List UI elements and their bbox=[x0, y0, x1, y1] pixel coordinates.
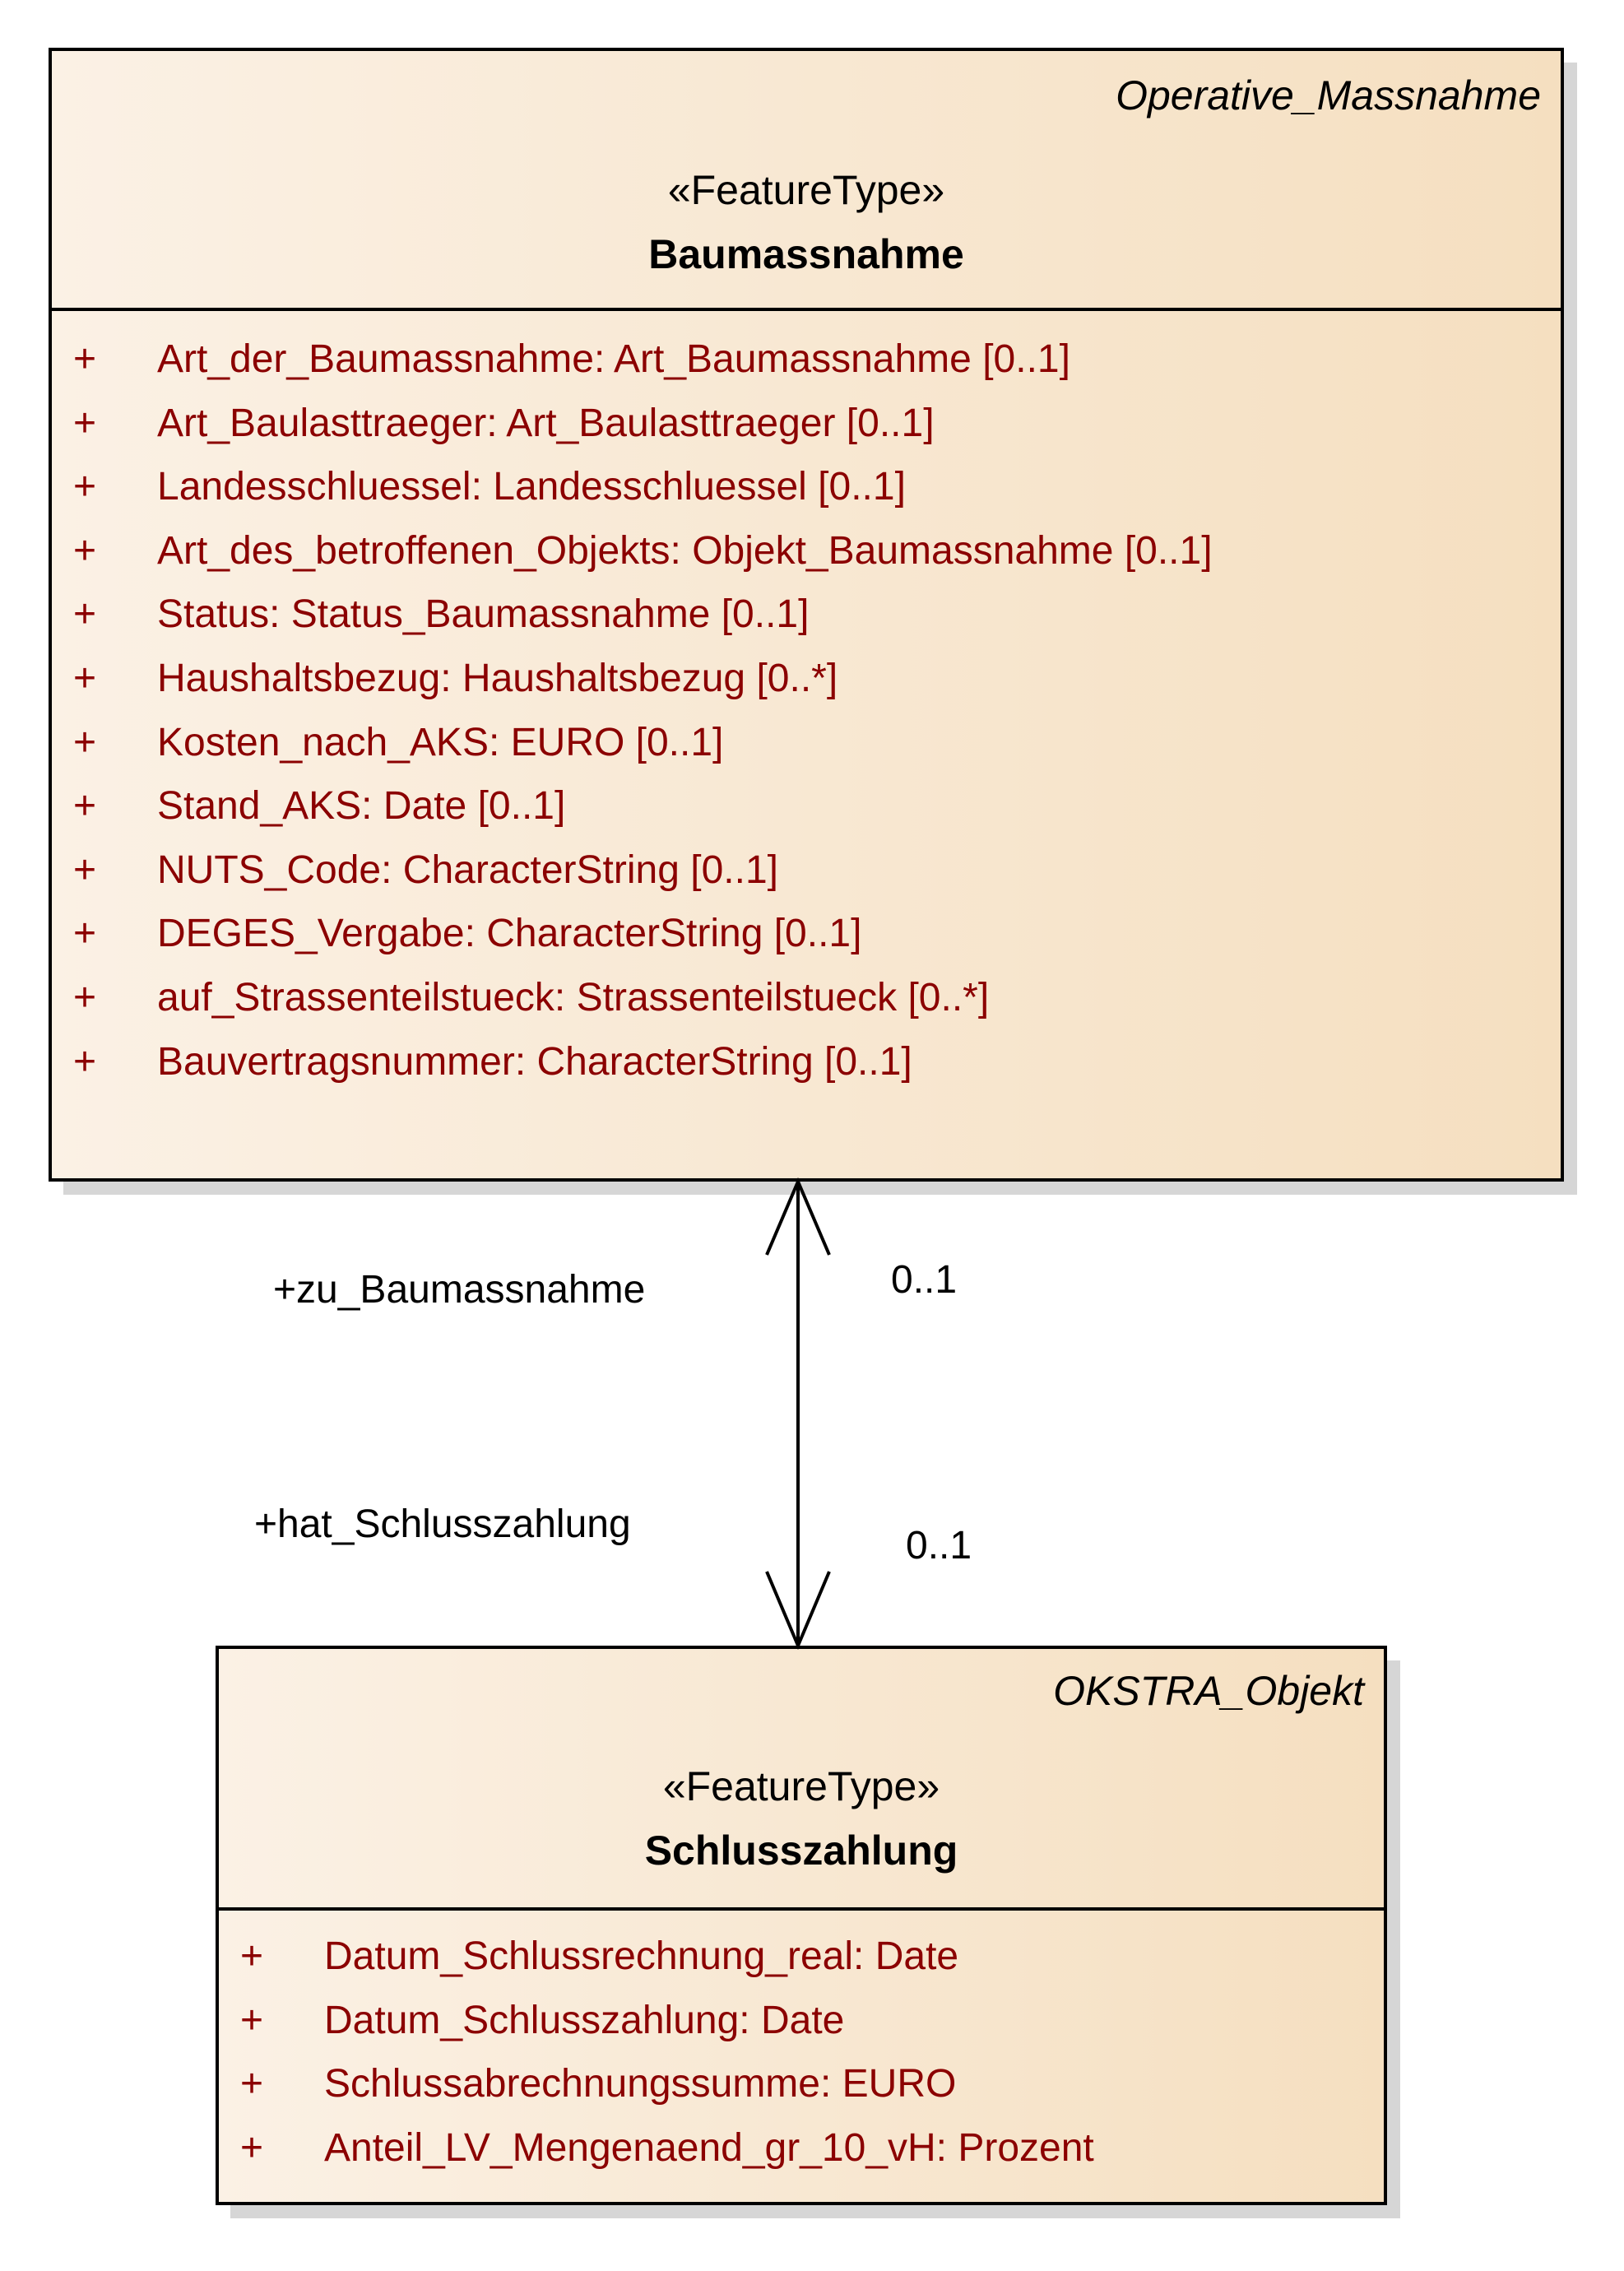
attribute-text: Status: Status_Baumassnahme [0..1] bbox=[157, 592, 810, 637]
visibility-marker: + bbox=[73, 848, 97, 892]
multiplicity-top: 0..1 bbox=[891, 1258, 958, 1302]
attribute-text: Anteil_LV_Mengenaend_gr_10_vH: Prozent bbox=[324, 2125, 1094, 2170]
class-name: Schlusszahlung bbox=[644, 1827, 958, 1874]
class-name: Baumassnahme bbox=[648, 231, 964, 277]
attribute-text: Art_der_Baumassnahme: Art_Baumassnahme [… bbox=[157, 337, 1070, 381]
attribute-text: NUTS_Code: CharacterString [0..1] bbox=[157, 848, 778, 892]
attribute-text: Datum_Schlusszahlung: Date bbox=[324, 1998, 845, 2042]
role-label-bottom: +hat_Schlusszahlung bbox=[254, 1502, 631, 1546]
visibility-marker: + bbox=[73, 465, 97, 509]
attribute-text: Haushaltsbezug: Haushaltsbezug [0..*] bbox=[157, 657, 838, 700]
role-label-top: +zu_Baumassnahme bbox=[273, 1268, 646, 1312]
visibility-marker: + bbox=[73, 1039, 97, 1084]
visibility-marker: + bbox=[73, 401, 97, 445]
attribute-text: Art_des_betroffenen_Objekts: Objekt_Baum… bbox=[157, 528, 1213, 573]
parent-class-label: OKSTRA_Objekt bbox=[1053, 1668, 1364, 1714]
attribute-text: Art_Baulasttraeger: Art_Baulasttraeger [… bbox=[157, 401, 935, 445]
attribute-text: DEGES_Vergabe: CharacterString [0..1] bbox=[157, 912, 862, 956]
visibility-marker: + bbox=[73, 592, 97, 637]
visibility-marker: + bbox=[73, 912, 97, 956]
compartment-divider bbox=[219, 1907, 1384, 1911]
arrowhead-bottom-icon bbox=[765, 1571, 831, 1651]
attribute-text: auf_Strassenteilstueck: Strassenteilstue… bbox=[157, 976, 990, 1019]
visibility-marker: + bbox=[73, 720, 97, 764]
attribute-text: Datum_Schlussrechnung_real: Date bbox=[324, 1934, 959, 1978]
visibility-marker: + bbox=[73, 337, 97, 381]
stereotype-label: «FeatureType» bbox=[667, 167, 945, 213]
visibility-marker: + bbox=[240, 1934, 264, 1978]
attribute-text: Kosten_nach_AKS: EURO [0..1] bbox=[157, 720, 724, 764]
stereotype-label: «FeatureType» bbox=[662, 1763, 940, 1809]
attribute-text: Schlussabrechnungssumme: EURO bbox=[324, 2062, 957, 2106]
visibility-marker: + bbox=[240, 2125, 264, 2170]
visibility-marker: + bbox=[73, 784, 97, 829]
visibility-marker: + bbox=[73, 528, 97, 573]
arrowhead-top-icon bbox=[765, 1177, 831, 1256]
attribute-text: Landesschluessel: Landesschluessel [0..1… bbox=[157, 465, 906, 509]
class-schlusszahlung[interactable]: OKSTRA_Objekt «FeatureType» Schlusszahlu… bbox=[216, 1646, 1387, 2205]
parent-class-label: Operative_Massnahme bbox=[1116, 72, 1541, 118]
multiplicity-bottom: 0..1 bbox=[906, 1524, 972, 1567]
visibility-marker: + bbox=[240, 2062, 264, 2106]
attribute-text: Bauvertragsnummer: CharacterString [0..1… bbox=[157, 1039, 912, 1084]
visibility-marker: + bbox=[73, 657, 97, 700]
attribute-text: Stand_AKS: Date [0..1] bbox=[157, 784, 566, 829]
visibility-marker: + bbox=[73, 976, 97, 1019]
class-baumassnahme[interactable]: Operative_Massnahme «FeatureType» Baumas… bbox=[49, 48, 1564, 1182]
visibility-marker: + bbox=[240, 1998, 264, 2042]
compartment-divider bbox=[52, 308, 1561, 311]
